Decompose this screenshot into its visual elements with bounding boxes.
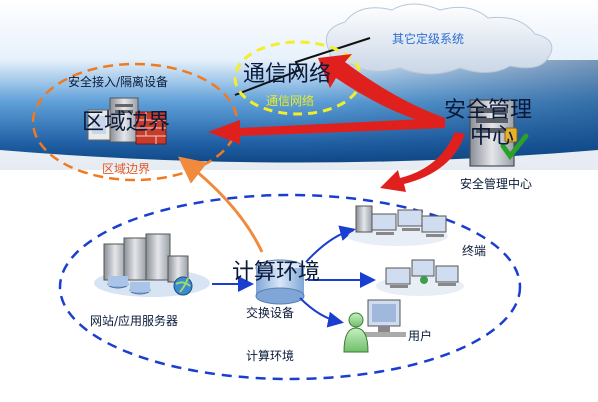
orange-arrow — [177, 156, 264, 253]
user-workstation-icon — [343, 299, 406, 353]
other-systems-label: 其它定级系统 — [392, 32, 465, 46]
comm-network-small-label: 通信网络 — [266, 94, 315, 108]
switch-device-label: 交换设备 — [246, 306, 295, 320]
security-center-server-icon — [469, 99, 529, 167]
compute-env-big-label: 计算环境 — [232, 260, 321, 285]
switch-icon — [255, 259, 305, 305]
compute-env-small-label: 计算环境 — [246, 349, 295, 363]
terminal-group-icon — [348, 205, 448, 246]
web-app-servers-label: 网站/应用服务器 — [90, 314, 179, 328]
zone-border-big-label: 区域边界 — [82, 110, 171, 135]
lightning-link — [234, 37, 371, 96]
red-arrows — [208, 54, 465, 192]
firewall-server-icon — [87, 97, 167, 145]
compute-env-boundary — [58, 193, 522, 381]
cloud-icon — [325, 3, 553, 75]
comm-network-big-label: 通信网络 — [243, 62, 332, 87]
zone-border-small-label: 区域边界 — [102, 162, 151, 176]
security-center-big-line1: 安全管理 — [444, 98, 533, 123]
blue-arrows — [212, 225, 376, 328]
server-cluster-icon — [94, 233, 210, 297]
terminal-group-icon — [376, 259, 464, 296]
security-center-big-line2: 中心 — [470, 124, 515, 149]
users-label: 用户 — [408, 329, 433, 343]
terminals-label: 终端 — [462, 244, 487, 258]
security-center-small-label: 安全管理中心 — [460, 177, 533, 191]
access-device-label: 安全接入/隔离设备 — [68, 75, 169, 89]
